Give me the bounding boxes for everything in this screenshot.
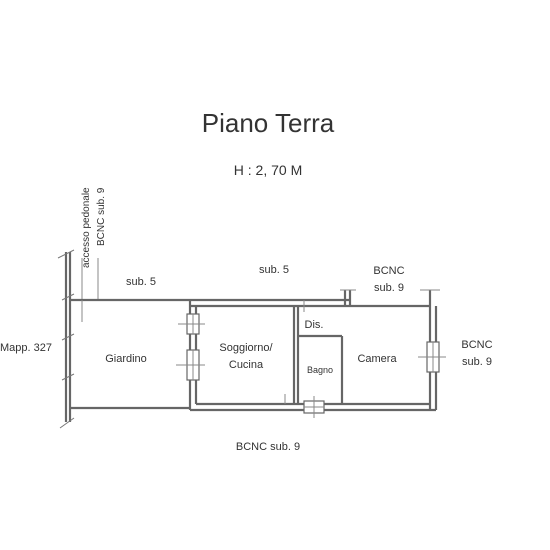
label-bcnc-right-1: BCNC <box>461 339 492 351</box>
window-giardino-top <box>178 313 205 335</box>
room-soggiorno-1: Soggiorno/ <box>219 342 273 354</box>
height-label: H : 2, 70 M <box>234 162 302 178</box>
room-bagno: Bagno <box>307 365 333 375</box>
room-dis: Dis. <box>305 319 324 331</box>
label-bcnc-top-2: sub. 9 <box>374 282 404 294</box>
left-boundary <box>61 252 75 422</box>
label-bcnc-right-2: sub. 9 <box>462 356 492 368</box>
room-camera: Camera <box>357 353 397 365</box>
plan-title: Piano Terra <box>202 108 335 138</box>
label-mapp: Mapp. 327 <box>0 342 52 354</box>
label-bcnc-top-1: BCNC <box>373 265 404 277</box>
window-bagno <box>303 396 325 418</box>
boundary-tick-bottom <box>59 417 75 429</box>
access-path <box>70 258 190 322</box>
label-bcnc-sub9-vertical: BCNC sub. 9 <box>96 187 107 246</box>
label-sub5-left: sub. 5 <box>126 276 156 288</box>
label-accesso-pedonale: accesso pedonale <box>81 187 92 268</box>
window-giardino-bottom <box>176 349 205 381</box>
label-bcnc-bottom: BCNC sub. 9 <box>236 441 300 453</box>
label-sub5-top: sub. 5 <box>259 264 289 276</box>
boundary-tick-top <box>57 249 75 259</box>
room-giardino: Giardino <box>105 353 147 365</box>
room-soggiorno-2: Cucina <box>229 359 264 371</box>
window-camera <box>418 341 446 373</box>
